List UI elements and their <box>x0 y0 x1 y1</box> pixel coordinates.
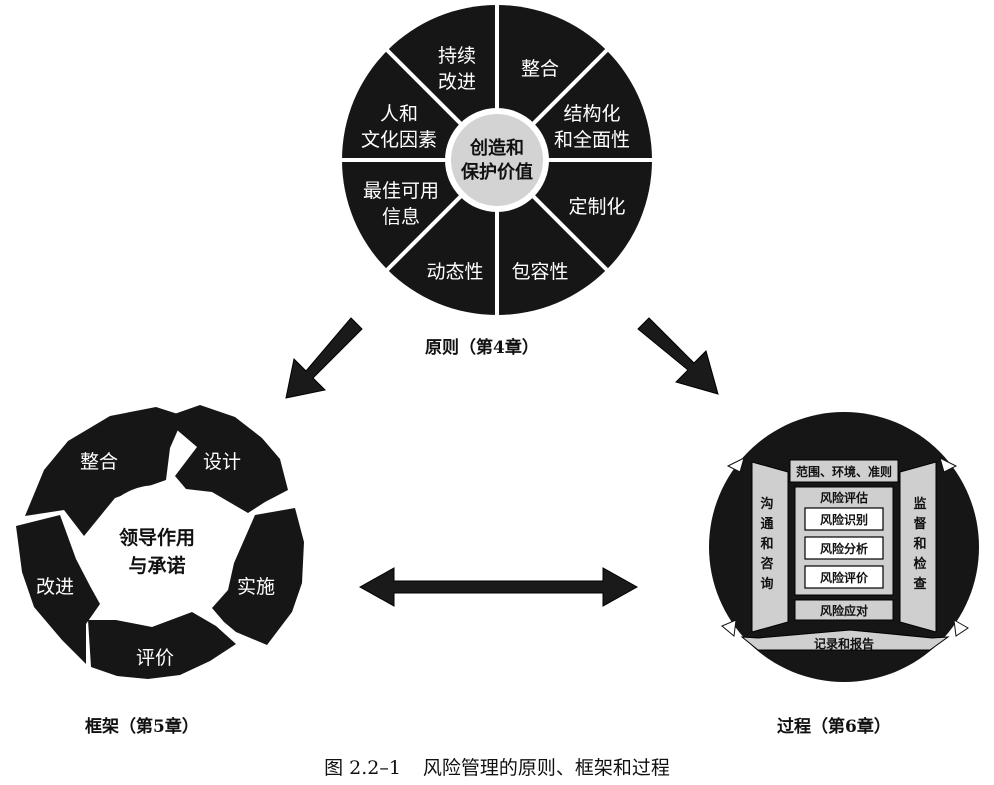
process-monitoring-char4: 检 <box>913 556 926 572</box>
framework-label-implementation: 实施 <box>237 576 275 598</box>
process-step-analysis-box <box>804 536 884 560</box>
framework-segment-implementation <box>212 508 304 645</box>
framework-label-improvement: 改进 <box>36 576 74 598</box>
process-step-evaluation: 风险评价 <box>820 570 869 585</box>
process-monitoring-char5: 查 <box>912 576 927 592</box>
arrow-principles-to-framework <box>285 317 363 399</box>
principles-caption: 原则（第4章） <box>425 338 539 358</box>
process-rim-marker-bottom-left <box>721 619 737 637</box>
principle-structured-line2: 和全面性 <box>554 129 630 151</box>
process-communication-band <box>751 461 789 633</box>
framework-label-evaluation: 评价 <box>136 647 174 669</box>
principle-human-factors-line1: 人和 <box>380 103 418 125</box>
framework-label-design: 设计 <box>203 451 241 473</box>
process-communication-char5: 询 <box>760 576 773 592</box>
process-caption: 过程（第6章） <box>777 717 891 737</box>
process-disc: 范围、环境、准则 沟 通 和 咨 询 监 督 和 检 查 风险评估 风险识别 风… <box>709 412 979 682</box>
process-step-evaluation-box <box>804 565 884 589</box>
process-recording-label: 记录和报告 <box>814 636 874 651</box>
framework-cycle: 领导作用 与承诺 设计 实施 评价 改进 整合 <box>16 405 304 679</box>
process-monitoring-band <box>899 461 937 633</box>
process-monitoring-char2: 督 <box>913 516 926 532</box>
process-scope-bar <box>789 459 899 483</box>
principles-hub-line2: 保护价值 <box>460 161 533 183</box>
figure-number: 图 2.2–1 <box>324 757 401 779</box>
process-communication-char4: 咨 <box>760 556 773 572</box>
framework-hub-line1: 领导作用 <box>119 526 195 549</box>
process-monitoring-char3: 和 <box>913 536 926 552</box>
process-communication-char1: 沟 <box>760 496 773 512</box>
principles-hub <box>451 114 543 206</box>
principles-divider-2 <box>528 45 612 129</box>
process-scope-label: 范围、环境、准则 <box>796 464 892 479</box>
principle-improvement-line1: 持续 <box>438 45 476 67</box>
principles-divider-4 <box>528 191 612 275</box>
framework-segment-improvement <box>16 515 100 664</box>
framework-hub-line2: 与承诺 <box>128 555 185 577</box>
framework-segment-design <box>163 405 288 513</box>
principle-inclusive: 包容性 <box>511 261 568 283</box>
arrows <box>285 317 719 607</box>
process-recording-band <box>740 629 950 651</box>
framework-segment-evaluation <box>88 612 236 679</box>
arrow-principles-to-process <box>637 317 719 395</box>
principles-wheel: 创造和 保护价值 整合 结构化 和全面性 定制化 包容性 动态性 最佳可用 信息… <box>337 0 657 320</box>
process-treatment-bar <box>794 599 894 621</box>
principles-hub-line1: 创造和 <box>469 137 524 159</box>
figure-caption: 图 2.2–1 风险管理的原则、框架和过程 <box>0 753 994 780</box>
process-step-analysis: 风险分析 <box>820 541 868 556</box>
process-communication-char3: 和 <box>760 536 773 552</box>
principles-dividers <box>337 0 657 320</box>
process-rim-marker-top-left <box>726 457 745 473</box>
process-step-identification: 风险识别 <box>820 512 868 527</box>
principle-dynamic: 动态性 <box>426 261 483 283</box>
principle-improvement-line2: 改进 <box>438 71 476 93</box>
process-rim-marker-bottom-right <box>953 619 969 637</box>
process-step-identification-box <box>804 507 884 531</box>
framework-segment-integration <box>25 407 184 536</box>
principle-structured-line1: 结构化 <box>563 103 620 125</box>
framework-label-integration: 整合 <box>80 451 118 473</box>
principle-human-factors-line2: 文化因素 <box>361 129 437 151</box>
framework-hub <box>91 485 223 617</box>
principle-best-info-line2: 信息 <box>382 206 420 228</box>
principle-integrated: 整合 <box>521 58 559 80</box>
process-treatment-label: 风险应对 <box>820 603 868 618</box>
principle-customized: 定制化 <box>568 196 625 218</box>
principles-divider-6 <box>382 191 466 275</box>
process-rim-marker-top-right <box>939 457 958 473</box>
process-assessment-title: 风险评估 <box>820 490 868 505</box>
process-monitoring-char1: 监 <box>913 496 926 512</box>
process-communication-char2: 通 <box>760 516 773 532</box>
principle-best-info-line1: 最佳可用 <box>363 180 439 202</box>
arrow-framework-process-bidirectional <box>358 567 639 607</box>
figure-title: 风险管理的原则、框架和过程 <box>422 757 670 779</box>
principles-divider-8 <box>382 45 466 129</box>
framework-caption: 框架（第5章） <box>85 717 199 737</box>
